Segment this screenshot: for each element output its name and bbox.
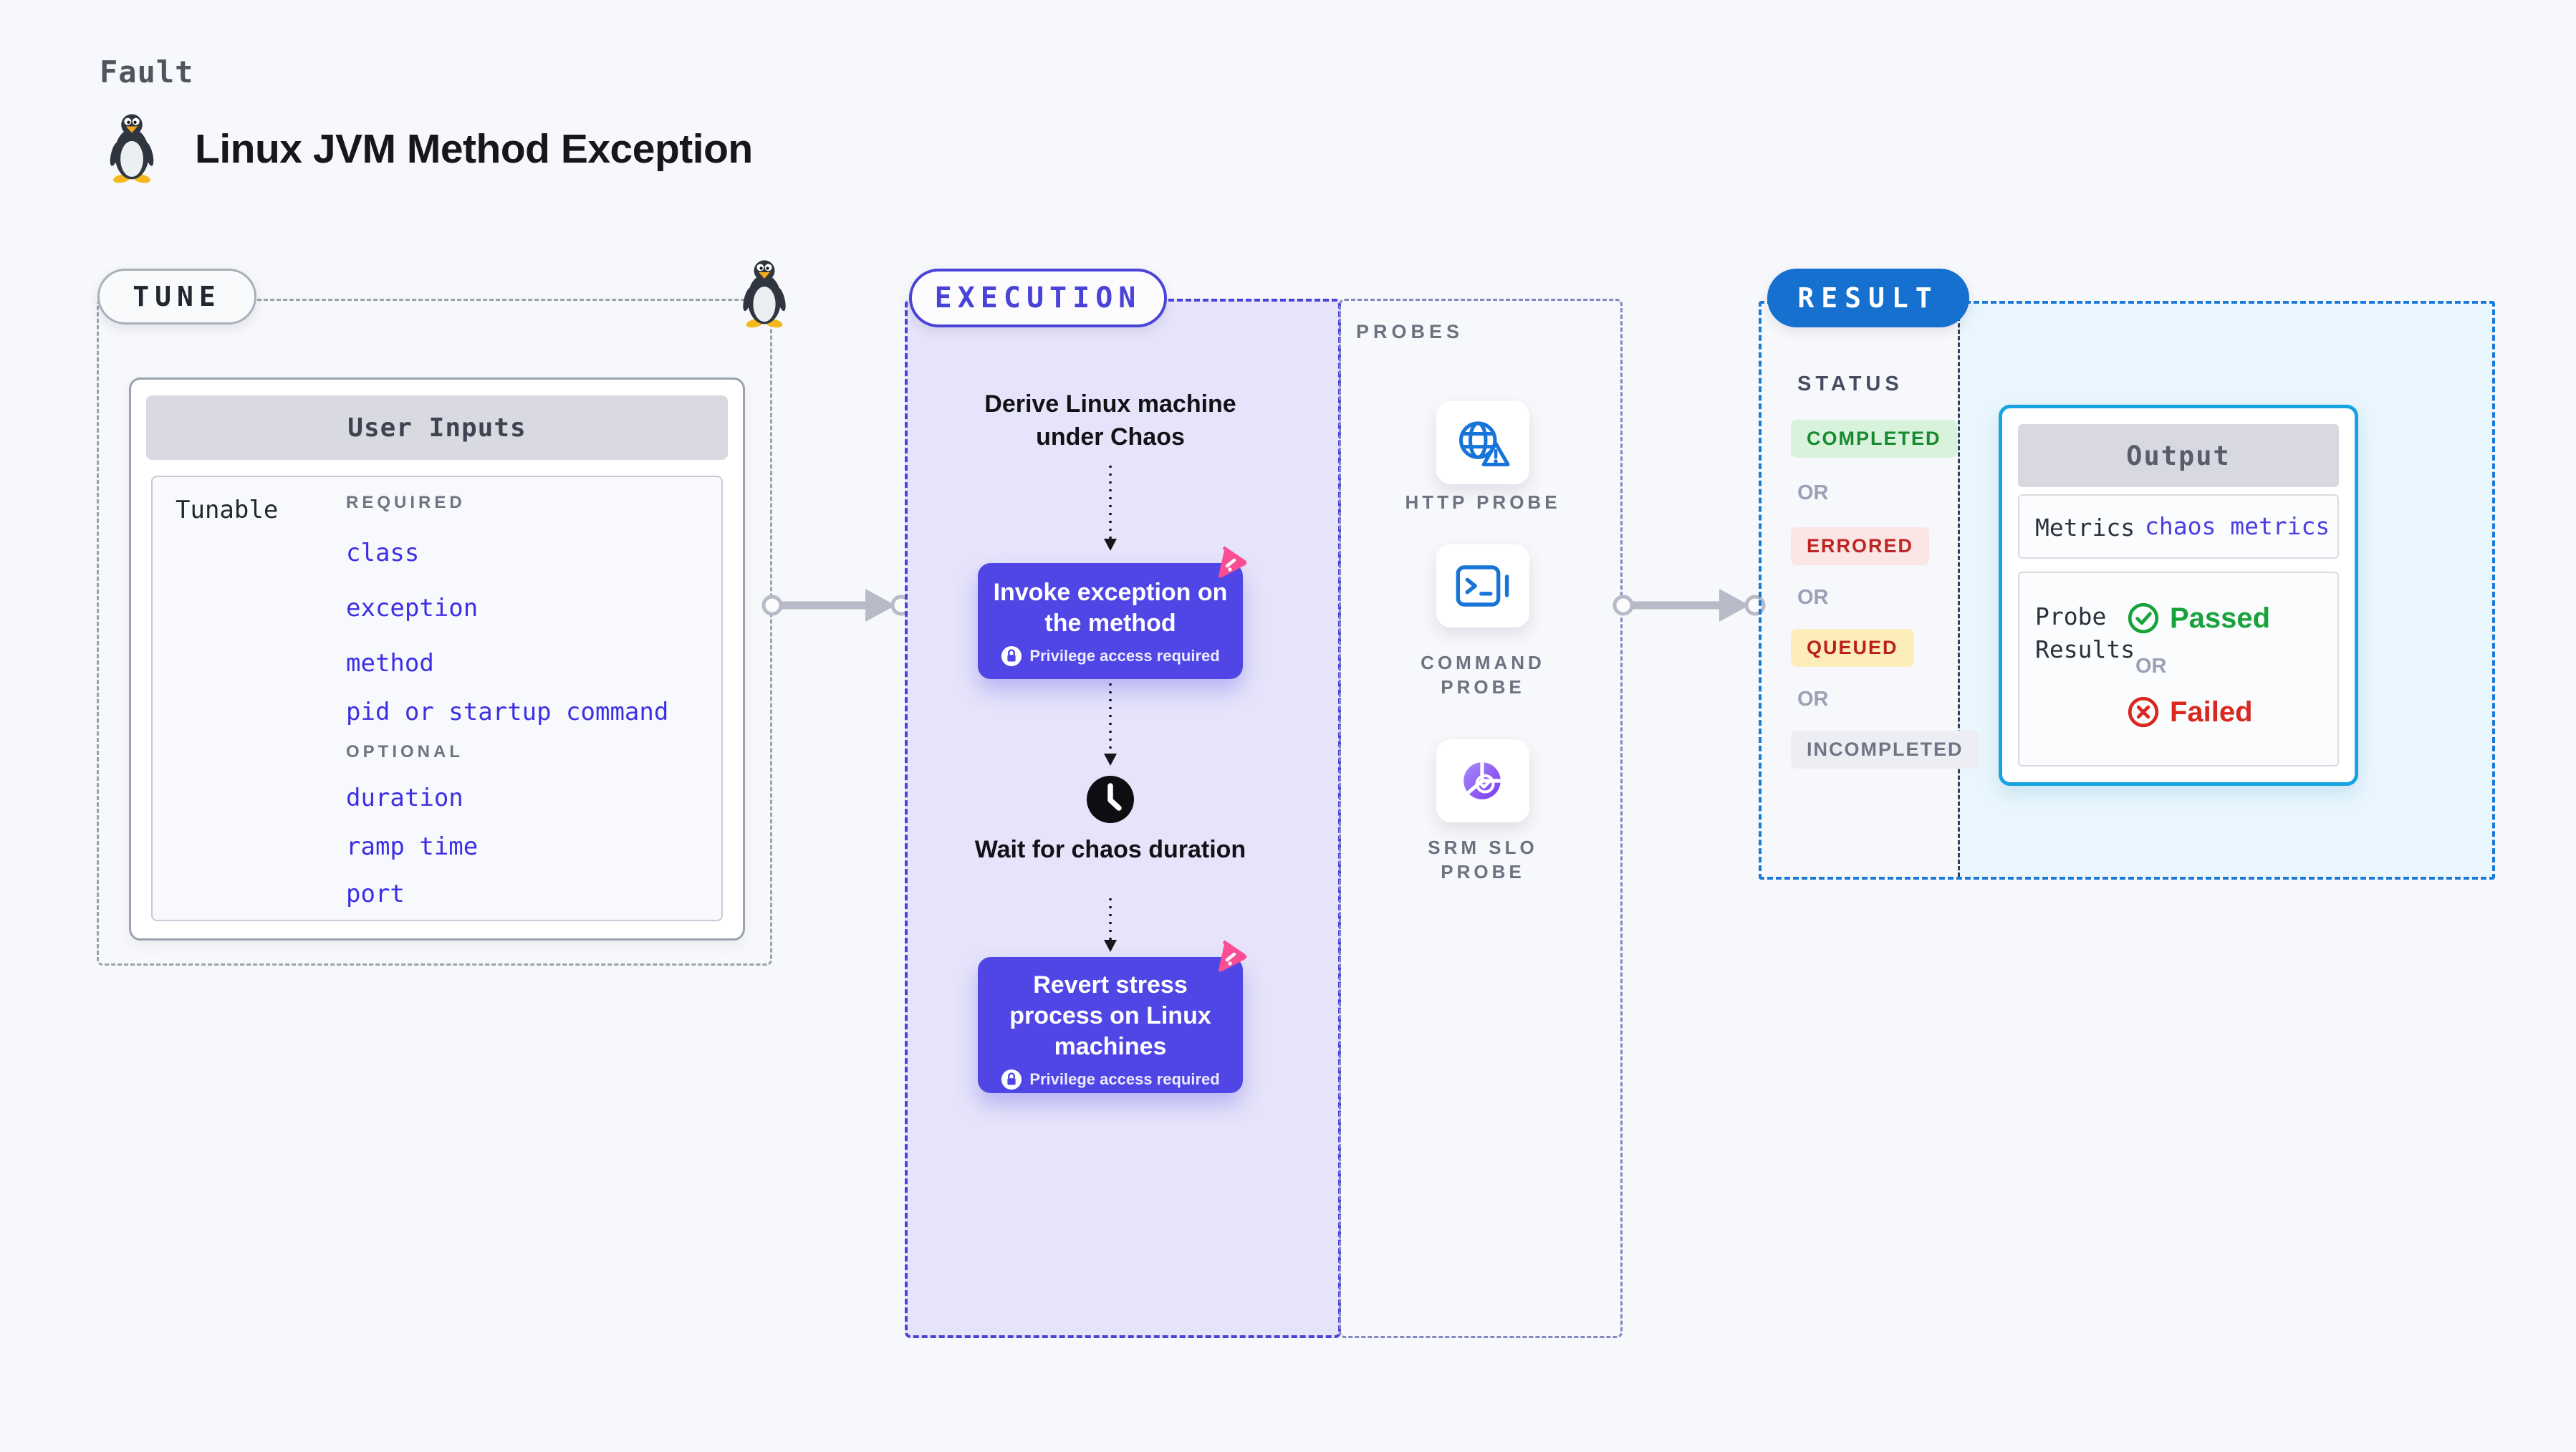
fault-kicker: Fault bbox=[100, 54, 194, 90]
tunable-label: Tunable bbox=[176, 496, 279, 524]
tunable-link-exception[interactable]: exception bbox=[346, 594, 479, 622]
linux-tux-corner-icon bbox=[743, 260, 786, 328]
output-header: Output bbox=[2018, 424, 2339, 487]
or-separator: OR bbox=[1797, 481, 1829, 504]
status-badge-errored: ERRORED bbox=[1791, 527, 1930, 565]
globe-alert-icon bbox=[1458, 421, 1510, 467]
passed-line: Passed bbox=[2127, 602, 2270, 635]
result-badge-label: RESULT bbox=[1797, 282, 1939, 314]
invoke-exception-title: Invoke exception on the method bbox=[993, 579, 1228, 637]
tunable-link-duration[interactable]: duration bbox=[346, 784, 463, 812]
tunable-link-pid-or-startup-command[interactable]: pid or startup command bbox=[346, 698, 669, 726]
dotted-arrow-derive-to-invoke bbox=[1104, 466, 1117, 551]
step-derive-machine: Derive Linux machine under Chaos bbox=[984, 390, 1236, 451]
tunable-list: REQUIRED class exception method pid or s… bbox=[346, 477, 716, 920]
http-probe-label: HTTP PROBE bbox=[1405, 491, 1561, 513]
chaos-icon bbox=[1219, 940, 1247, 972]
step-invoke-exception: Invoke exception on the method Privilege… bbox=[978, 546, 1247, 679]
tunable-link-method[interactable]: method bbox=[346, 649, 434, 678]
or-separator: OR bbox=[2135, 655, 2167, 678]
output-card: Output Metrics chaos metrics Probe Resul… bbox=[1999, 405, 2358, 786]
execution-badge: EXECUTION bbox=[909, 269, 1167, 327]
tunable-link-ramp-time[interactable]: ramp time bbox=[346, 832, 479, 861]
check-circle-icon bbox=[2128, 602, 2159, 634]
optional-heading: OPTIONAL bbox=[346, 742, 463, 761]
privilege-row: Privilege access required bbox=[978, 1069, 1243, 1090]
probe-results-values: Passed OR Failed bbox=[2127, 602, 2270, 729]
tune-badge-label: TUNE bbox=[133, 281, 221, 312]
status-badge-incompleted: INCOMPLETED bbox=[1791, 731, 1979, 769]
probes-heading: PROBES bbox=[1356, 321, 1464, 342]
metrics-value-link[interactable]: chaos metrics bbox=[2145, 512, 2330, 540]
status-heading: STATUS bbox=[1797, 372, 1903, 395]
passed-label: Passed bbox=[2170, 602, 2271, 634]
failed-label: Failed bbox=[2170, 696, 2253, 728]
status-badge-queued: QUEUED bbox=[1791, 629, 1914, 667]
terminal-icon bbox=[1456, 565, 1509, 607]
page-title: Linux JVM Method Exception bbox=[195, 126, 753, 172]
or-separator: OR bbox=[1797, 586, 1829, 609]
revert-stress-title: Revert stress process on Linux machines bbox=[1009, 971, 1211, 1060]
tune-to-execution-arrow bbox=[761, 589, 912, 622]
privilege-note: Privilege access required bbox=[1029, 1070, 1220, 1088]
step-wait-duration: Wait for chaos duration bbox=[974, 836, 1246, 863]
status-badge-completed: COMPLETED bbox=[1791, 420, 1957, 458]
x-circle-icon bbox=[2128, 696, 2159, 728]
probe-results-label: Probe Results bbox=[2035, 602, 2135, 663]
tunable-link-port[interactable]: port bbox=[346, 880, 405, 908]
lock-icon bbox=[1001, 645, 1022, 667]
execution-badge-label: EXECUTION bbox=[934, 282, 1142, 314]
dotted-arrow-wait-to-revert bbox=[1104, 898, 1117, 952]
tune-badge: TUNE bbox=[97, 269, 256, 324]
result-section-box bbox=[1759, 301, 2495, 880]
command-probe-label: COMMAND PROBE bbox=[1421, 652, 1545, 698]
srm-slo-probe-label: SRM SLO PROBE bbox=[1428, 837, 1538, 883]
tune-section-box bbox=[97, 299, 772, 966]
dotted-arrow-invoke-to-wait bbox=[1104, 683, 1117, 766]
output-title: Output bbox=[2126, 440, 2231, 471]
failed-line: Failed bbox=[2127, 696, 2270, 729]
probes-section-box bbox=[1339, 299, 1623, 1338]
tunable-panel: Tunable REQUIRED class exception method … bbox=[151, 476, 723, 921]
step-revert-stress: Revert stress process on Linux machines … bbox=[978, 940, 1247, 1093]
clock-icon bbox=[1087, 776, 1134, 823]
command-probe-card[interactable] bbox=[1436, 544, 1529, 628]
srm-slo-probe-card[interactable] bbox=[1436, 739, 1529, 822]
linux-tux-icon bbox=[110, 114, 154, 183]
metrics-label: Metrics bbox=[2035, 514, 2135, 542]
privilege-row: Privilege access required bbox=[978, 645, 1243, 667]
required-heading: REQUIRED bbox=[346, 493, 466, 512]
lock-icon bbox=[1001, 1069, 1022, 1090]
http-probe-card[interactable] bbox=[1436, 401, 1529, 484]
metrics-row: Metrics chaos metrics bbox=[2018, 494, 2339, 559]
user-inputs-card: User Inputs Tunable REQUIRED class excep… bbox=[129, 378, 745, 941]
probe-results-row: Probe Results Passed OR Failed bbox=[2018, 572, 2339, 766]
or-separator: OR bbox=[1797, 688, 1829, 711]
execution-to-result-arrow bbox=[1613, 589, 1766, 622]
user-inputs-header: User Inputs bbox=[146, 395, 728, 460]
tunable-link-class[interactable]: class bbox=[346, 539, 420, 567]
slo-donut-icon bbox=[1464, 762, 1501, 799]
chaos-icon bbox=[1219, 546, 1247, 578]
user-inputs-title: User Inputs bbox=[347, 413, 527, 443]
privilege-note: Privilege access required bbox=[1029, 647, 1220, 665]
result-badge: RESULT bbox=[1767, 269, 1969, 327]
